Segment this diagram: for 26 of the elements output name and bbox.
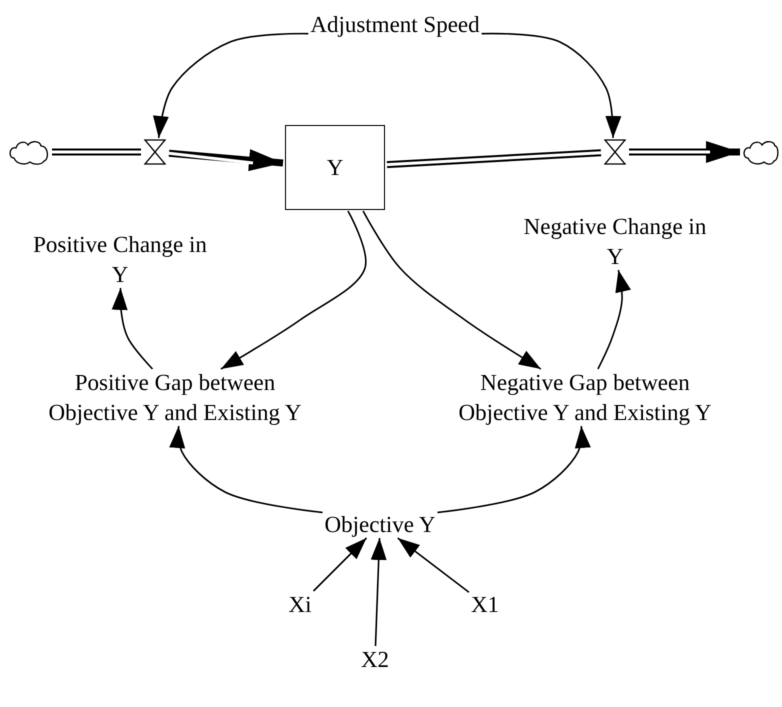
flow-pipe	[52, 148, 141, 156]
variable-label: Adjustment Speed	[309, 11, 481, 39]
variable-label: Negative Gap between Objective Y and Existing Y	[458, 369, 712, 427]
arrow	[437, 426, 591, 514]
variable-label: Objective Y	[324, 511, 436, 539]
flow-pipe	[629, 141, 740, 163]
arrow	[112, 288, 154, 370]
arrow	[597, 270, 631, 370]
variable-label: Positive Gap between Objective Y and Existing Y	[48, 369, 302, 427]
stock-label: Y	[326, 154, 344, 182]
flow-pipe	[386, 149, 602, 168]
variable-label: X1	[470, 591, 500, 619]
arrow	[169, 426, 323, 514]
arrow	[482, 32, 622, 138]
arrow	[370, 538, 387, 646]
arrow	[220, 210, 367, 370]
stock-box	[285, 125, 385, 210]
variable-label: X2	[360, 646, 390, 674]
arrow	[312, 537, 368, 592]
arrow	[362, 210, 542, 370]
arrow	[397, 537, 470, 593]
flow-label: Negative Change in Y	[522, 213, 708, 271]
arrow	[153, 32, 308, 138]
flow-pipe	[168, 149, 284, 172]
variable-label: Xi	[288, 591, 312, 619]
flow-label: Positive Change in Y	[32, 231, 208, 289]
